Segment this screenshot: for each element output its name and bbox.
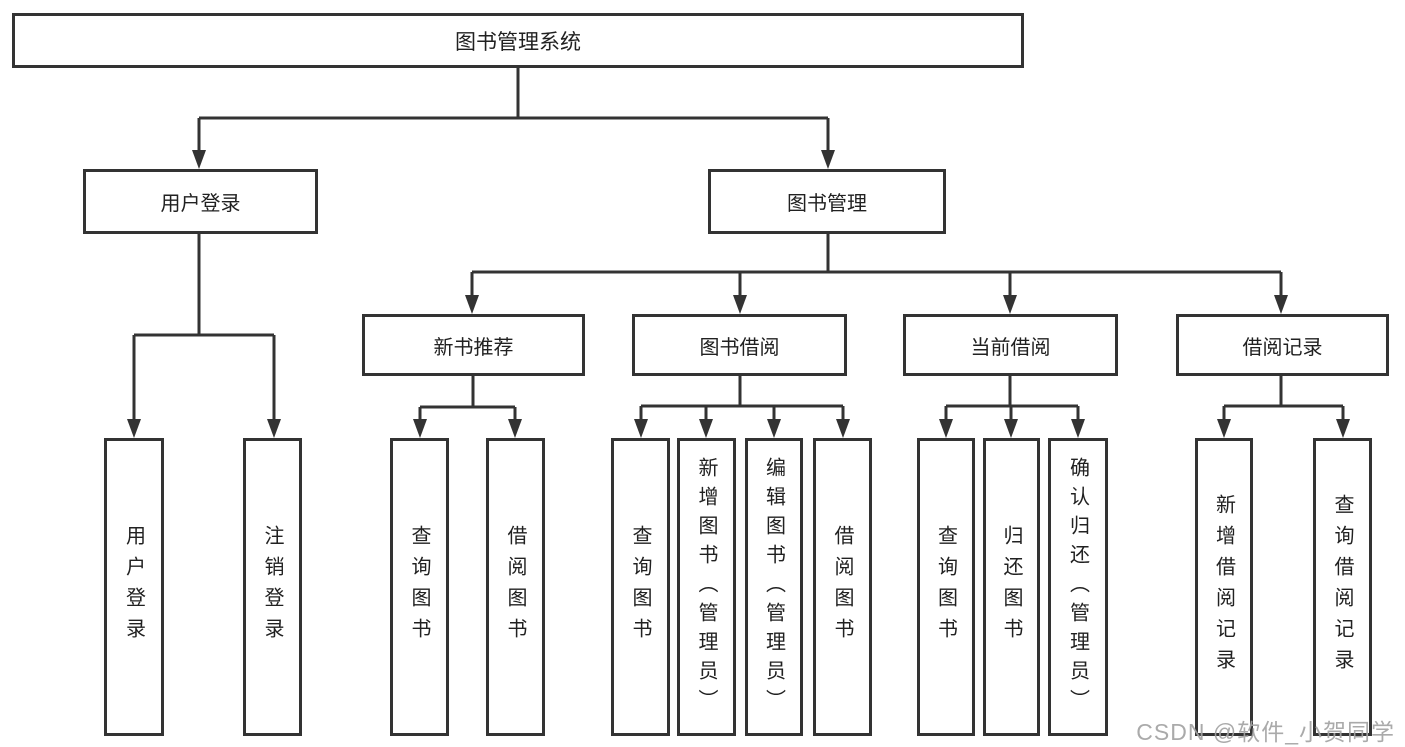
node-borrowing-records: 借阅记录 — [1176, 314, 1389, 376]
node-book-borrowing-label: 图书借阅 — [699, 336, 780, 359]
node-user-login-label: 用户登录 — [160, 193, 241, 215]
leaf-borrow-books-recommend-label: 借阅图书 — [504, 525, 526, 649]
node-new-book-recommendation-label: 新书推荐 — [433, 336, 514, 359]
leaf-edit-book-admin: 编辑图书（管理员） — [745, 438, 803, 736]
leaf-add-borrow-record-label: 新增借阅记录 — [1212, 494, 1235, 680]
leaf-confirm-return-admin: 确认归还（管理员） — [1048, 438, 1108, 736]
leaf-query-books-borrowing-label: 查询图书 — [629, 525, 651, 649]
node-current-borrowing: 当前借阅 — [903, 314, 1118, 376]
leaf-add-book-admin-label: 新增图书（管理员） — [695, 456, 717, 718]
leaf-user-login-label: 用户登录 — [122, 525, 145, 649]
node-book-borrowing: 图书借阅 — [632, 314, 847, 376]
node-book-management-label: 图书管理 — [787, 193, 867, 215]
leaf-logout: 注销登录 — [243, 438, 302, 736]
node-new-book-recommendation: 新书推荐 — [362, 314, 585, 376]
leaf-user-login: 用户登录 — [104, 438, 164, 736]
leaf-borrow-books-borrowing: 借阅图书 — [813, 438, 872, 736]
leaf-add-book-admin: 新增图书（管理员） — [677, 438, 736, 736]
node-root-label: 图书管理系统 — [455, 30, 581, 54]
leaf-query-borrow-record: 查询借阅记录 — [1313, 438, 1372, 736]
leaf-query-books-borrowing: 查询图书 — [611, 438, 670, 736]
leaf-borrow-books-borrowing-label: 借阅图书 — [831, 525, 853, 649]
leaf-query-books-recommend-label: 查询图书 — [408, 525, 430, 649]
node-book-management: 图书管理 — [708, 169, 946, 234]
node-current-borrowing-label: 当前借阅 — [970, 336, 1051, 359]
leaf-add-borrow-record: 新增借阅记录 — [1195, 438, 1253, 736]
leaf-logout-label: 注销登录 — [261, 525, 283, 649]
leaf-edit-book-admin-label: 编辑图书（管理员） — [762, 456, 785, 718]
node-user-login: 用户登录 — [83, 169, 318, 234]
leaf-return-books: 归还图书 — [983, 438, 1040, 736]
node-root: 图书管理系统 — [12, 13, 1024, 68]
leaf-confirm-return-admin-label: 确认归还（管理员） — [1066, 456, 1089, 718]
node-borrowing-records-label: 借阅记录 — [1242, 336, 1323, 359]
leaf-query-books-recommend: 查询图书 — [390, 438, 449, 736]
leaf-borrow-books-recommend: 借阅图书 — [486, 438, 545, 736]
leaf-return-books-label: 归还图书 — [1000, 525, 1022, 649]
leaf-query-books-current-label: 查询图书 — [934, 525, 957, 649]
leaf-query-borrow-record-label: 查询借阅记录 — [1331, 494, 1353, 680]
leaf-query-books-current: 查询图书 — [917, 438, 975, 736]
watermark-text: CSDN @软件_小贺同学 — [1136, 719, 1395, 745]
